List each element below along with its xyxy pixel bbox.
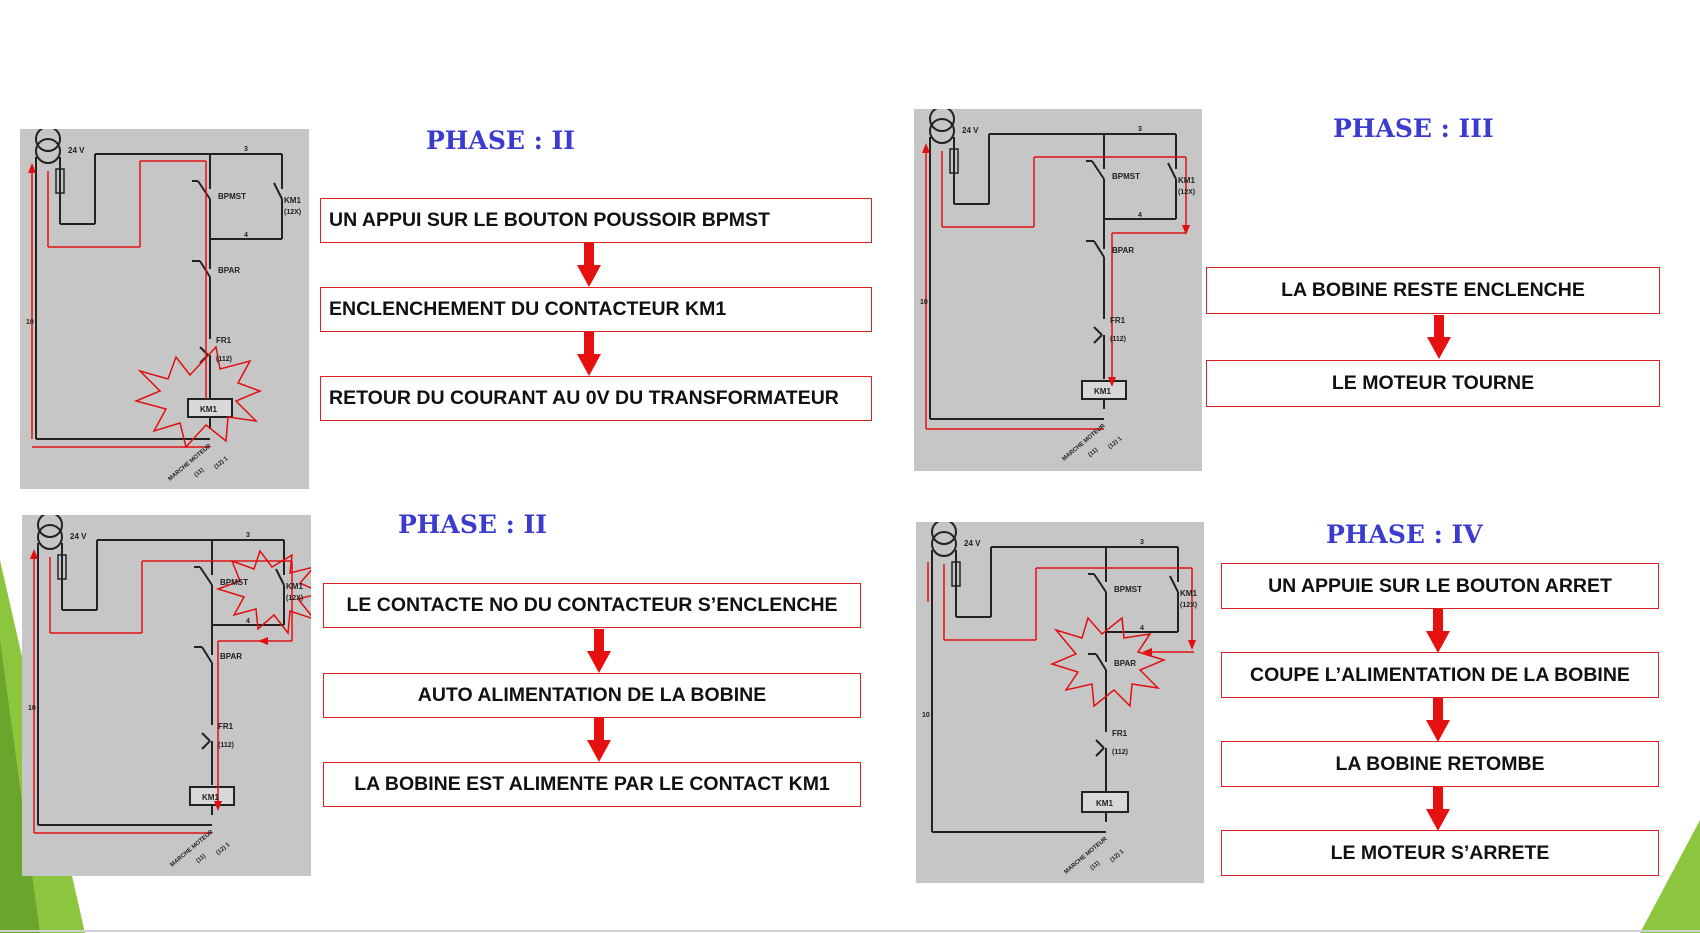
arrow-down-icon [587, 629, 611, 673]
km1-contact-label: KM1 [286, 582, 303, 591]
phase3-step-2: AUTO ALIMENTATION DE LA BOBINE [323, 673, 861, 718]
footer-label-2: (11) [1087, 447, 1099, 458]
km1-contact-label: KM1 [284, 196, 301, 205]
footer-label-3: (12) 1 [213, 455, 229, 470]
node-label-4: 4 [244, 232, 248, 239]
phase-title-4: PHASE : IV [1326, 520, 1483, 549]
km1-contact-label: KM1 [1178, 176, 1195, 185]
phase4-step-2: COUPE L’ALIMENTATION DE LA BOBINE [1221, 652, 1659, 698]
node-label-10: 10 [920, 299, 928, 306]
phase4-step-4: LE MOTEUR S’ARRETE [1221, 830, 1659, 876]
node-label-10: 10 [28, 705, 36, 712]
fr1-ref-label: (112) [216, 356, 232, 363]
fr1-label: FR1 [216, 336, 232, 345]
node-label-4: 4 [1140, 625, 1144, 632]
phase-title-3: PHASE : II [398, 510, 547, 539]
footer-label-1: MARCHE MOTEUR [169, 829, 215, 869]
circuit-diagram-1: 24 V BPMST KM1 (12X) BPAR FR1 (112) KM1 … [20, 129, 309, 489]
km1-ref-label: (12X) [1178, 189, 1195, 196]
bpar-label: BPAR [218, 266, 240, 275]
km1-coil-label: KM1 [202, 793, 219, 802]
supply-label: 24 V [70, 532, 87, 541]
arrow-down-icon [1426, 787, 1450, 831]
phase4-step-3: LA BOBINE RETOMBE [1221, 741, 1659, 787]
fr1-label: FR1 [1112, 729, 1128, 738]
footer-label-2: (11) [1089, 860, 1101, 871]
footer-label-3: (12) 1 [215, 841, 231, 856]
arrow-down-icon [1426, 698, 1450, 742]
arrow-down-icon [577, 243, 601, 287]
arrow-down-icon [587, 718, 611, 762]
supply-label: 24 V [68, 146, 85, 155]
km1-contact-label: KM1 [1180, 589, 1197, 598]
fr1-ref-label: (112) [1110, 336, 1126, 343]
node-label-4: 4 [246, 618, 250, 625]
phase2-step-1: LA BOBINE RESTE ENCLENCHE [1206, 267, 1660, 314]
footer-label-3: (12) 1 [1107, 435, 1123, 450]
phase2-step-2: LE MOTEUR TOURNE [1206, 360, 1660, 407]
node-label-3: 3 [1138, 126, 1142, 133]
bpar-label: BPAR [1112, 246, 1134, 255]
phase1-step-3: RETOUR DU COURANT AU 0V DU TRANSFORMATEU… [320, 376, 872, 421]
fr1-label: FR1 [1110, 316, 1126, 325]
km1-ref-label: (12X) [284, 209, 301, 216]
footer-label-3: (12) 1 [1109, 848, 1125, 863]
node-label-3: 3 [1140, 539, 1144, 546]
supply-label: 24 V [962, 126, 979, 135]
bpar-label: BPAR [220, 652, 242, 661]
bpmst-label: BPMST [1112, 172, 1140, 181]
bpmst-label: BPMST [218, 192, 246, 201]
footer-label-2: (11) [193, 467, 205, 478]
phase-title-2: PHASE : III [1333, 114, 1494, 143]
phase4-step-1: UN APPUIE SUR LE BOUTON ARRET [1221, 563, 1659, 609]
footer-label-1: MARCHE MOTEUR [167, 443, 213, 483]
circuit-diagram-2: 24 V BPMST KM1 (12X) BPAR FR1 (112) KM1 … [914, 109, 1202, 471]
node-label-4: 4 [1138, 212, 1142, 219]
bpar-label: BPAR [1114, 659, 1136, 668]
fr1-label: FR1 [218, 722, 234, 731]
phase3-step-3: LA BOBINE EST ALIMENTE PAR LE CONTACT KM… [323, 762, 861, 807]
km1-coil-label: KM1 [1096, 799, 1113, 808]
fr1-ref-label: (112) [218, 742, 234, 749]
footer-label-1: MARCHE MOTEUR [1063, 836, 1109, 876]
km1-coil-label: KM1 [200, 405, 217, 414]
circuit-diagram-4: 24 V BPMST KM1 (12X) BPAR FR1 (112) KM1 … [916, 522, 1204, 883]
node-label-3: 3 [246, 532, 250, 539]
phase-title-1: PHASE : II [426, 126, 575, 155]
phase1-step-2: ENCLENCHEMENT DU CONTACTEUR KM1 [320, 287, 872, 332]
fr1-ref-label: (112) [1112, 749, 1128, 756]
node-label-10: 10 [26, 319, 34, 326]
node-label-3: 3 [244, 146, 248, 153]
phase1-step-1: UN APPUI SUR LE BOUTON POUSSOIR BPMST [320, 198, 872, 243]
bpmst-label: BPMST [220, 578, 248, 587]
arrow-down-icon [1427, 315, 1451, 359]
km1-ref-label: (12X) [1180, 602, 1197, 609]
supply-label: 24 V [964, 539, 981, 548]
circuit-diagram-3: 24 V BPMST KM1 (12X) BPAR FR1 (112) KM1 … [22, 515, 311, 876]
footer-label-2: (11) [195, 853, 207, 864]
phase3-step-1: LE CONTACTE NO DU CONTACTEUR S’ENCLENCHE [323, 583, 861, 628]
km1-ref-label: (12X) [286, 595, 303, 602]
km1-coil-label: KM1 [1094, 387, 1111, 396]
node-label-10: 10 [922, 712, 930, 719]
arrow-down-icon [1426, 609, 1450, 653]
bpmst-label: BPMST [1114, 585, 1142, 594]
arrow-down-icon [577, 332, 601, 376]
